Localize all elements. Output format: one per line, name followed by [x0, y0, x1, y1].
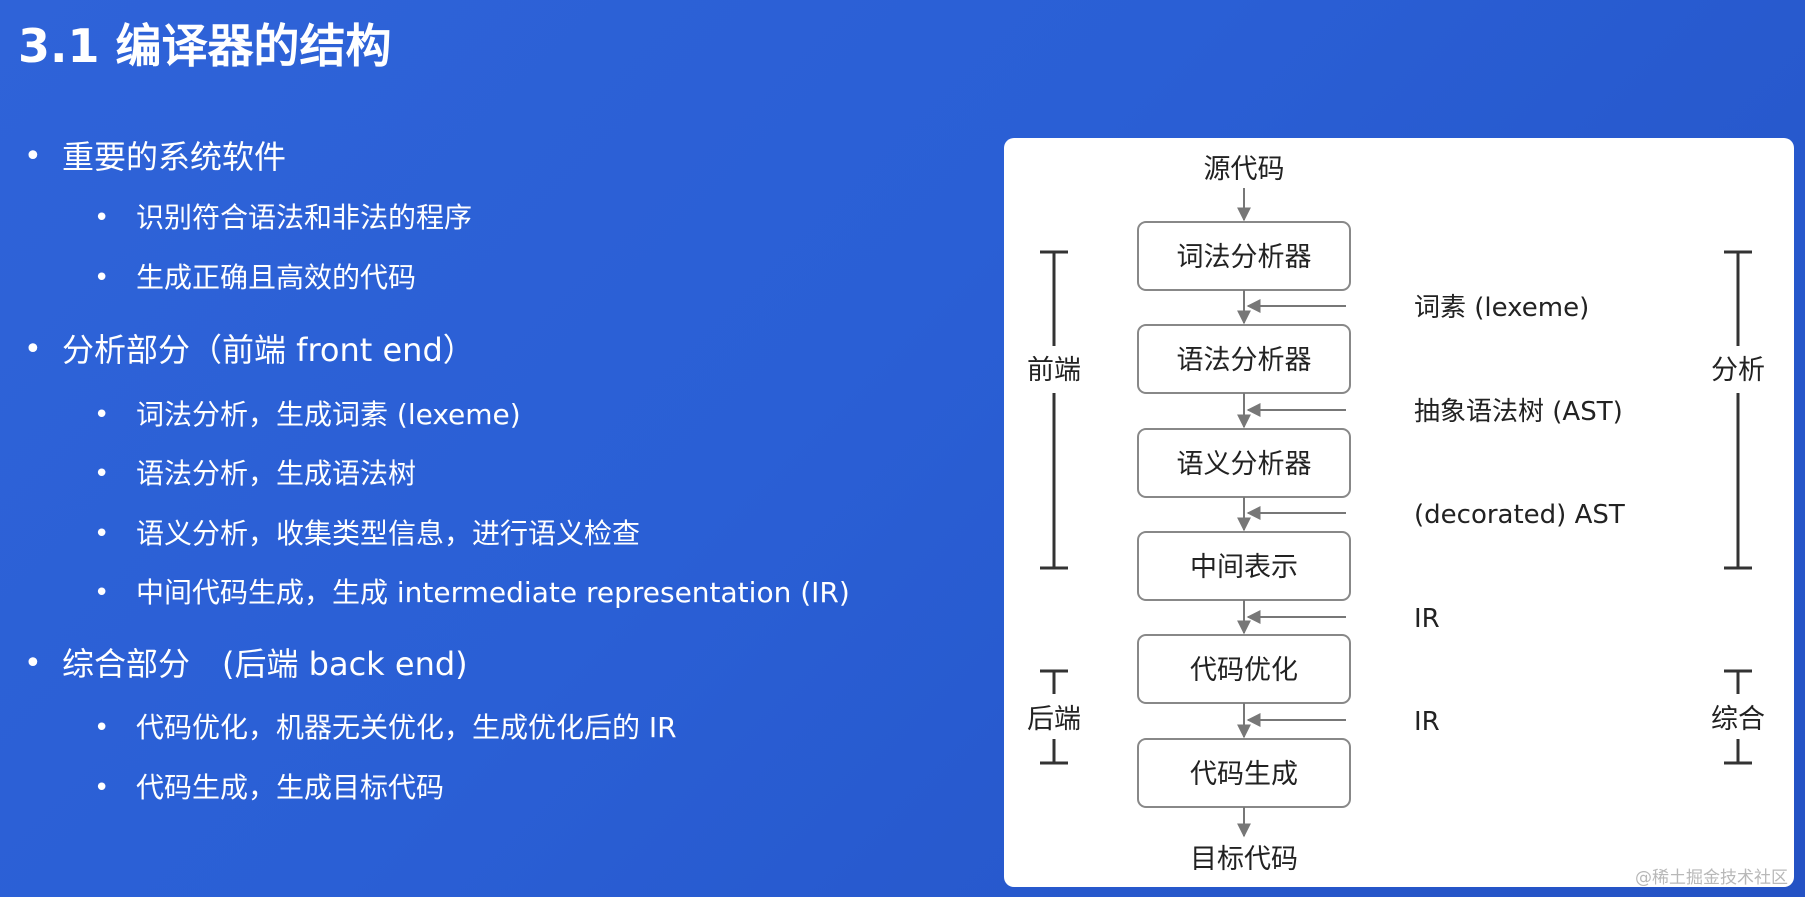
- bullet-dot: •: [24, 332, 42, 367]
- bullet-dot: •: [94, 773, 110, 803]
- bullet-dot: •: [94, 263, 110, 293]
- stage-label: 代码优化: [1190, 655, 1298, 686]
- back-end-label: 后端: [1027, 704, 1081, 735]
- output-label: (decorated) AST: [1414, 500, 1625, 530]
- front-end-label: 前端: [1027, 355, 1081, 386]
- back-end-bracket: [1040, 669, 1068, 765]
- source-code-label: 源代码: [1204, 154, 1285, 185]
- bullet-item: • 生成正确且高效的代码: [94, 258, 417, 298]
- bullet-text: 代码优化，机器无关优化，生成优化后的 IR: [136, 711, 677, 744]
- bullet-text: 代码生成，生成目标代码: [136, 771, 445, 804]
- bullet-text: 综合部分 (后端 back end): [62, 645, 468, 683]
- synthesis-bracket: [1724, 669, 1752, 765]
- bullet-dot: •: [24, 139, 42, 174]
- target-code-label: 目标代码: [1190, 844, 1298, 875]
- bullet-item: • 识别符合语法和非法的程序: [94, 198, 473, 238]
- stage-label: 语法分析器: [1177, 345, 1312, 376]
- bullet-text: 语义分析，收集类型信息，进行语义检查: [136, 517, 641, 550]
- bullet-dot: •: [94, 400, 110, 430]
- bullet-text: 分析部分（前端 front end）: [62, 331, 475, 369]
- bullet-text: 语法分析，生成语法树: [136, 457, 417, 490]
- output-label: IR: [1414, 707, 1440, 737]
- bullet-text: 生成正确且高效的代码: [136, 261, 417, 294]
- output-label: IR: [1414, 604, 1440, 634]
- output-label: 词素 (lexeme): [1414, 293, 1589, 323]
- stage-label: 中间表示: [1190, 552, 1298, 583]
- analysis-label: 分析: [1711, 355, 1765, 386]
- stage-label: 代码生成: [1190, 759, 1298, 790]
- stage-label: 词法分析器: [1177, 242, 1312, 273]
- diagram-svg: 源代码 词法分析器 语法分析器 语义分析器 中间表示 代码优化 代码生成 词素 …: [1027, 154, 1765, 875]
- bullet-item: • 语法分析，生成语法树: [94, 454, 417, 494]
- bullet-text: 中间代码生成，生成 intermediate representation (I…: [136, 576, 850, 609]
- bullet-item: • 代码优化，机器无关优化，生成优化后的 IR: [94, 708, 677, 748]
- bullet-item: • 词法分析，生成词素 (lexeme): [94, 395, 521, 435]
- front-end-bracket: [1040, 250, 1068, 570]
- bullet-dot: •: [94, 459, 110, 489]
- slide-title: 3.1 编译器的结构: [18, 19, 392, 73]
- bullet-item: • 中间代码生成，生成 intermediate representation (…: [94, 573, 850, 613]
- bullet-item: • 语义分析，收集类型信息，进行语义检查: [94, 514, 641, 554]
- watermark: @稀土掘金技术社区: [1635, 868, 1788, 888]
- bullet-item: • 重要的系统软件: [24, 137, 287, 177]
- bullet-text: 识别符合语法和非法的程序: [136, 201, 473, 234]
- bullet-item: • 分析部分（前端 front end）: [24, 330, 475, 370]
- bullet-dot: •: [24, 646, 42, 681]
- bullet-dot: •: [94, 713, 110, 743]
- analysis-bracket: [1724, 250, 1752, 570]
- bullet-dot: •: [94, 578, 110, 608]
- compiler-structure-diagram: 源代码 词法分析器 语法分析器 语义分析器 中间表示 代码优化 代码生成 词素 …: [1004, 138, 1794, 887]
- bullet-dot: •: [94, 519, 110, 549]
- bullet-text: 重要的系统软件: [62, 138, 287, 176]
- stage-label: 语义分析器: [1177, 449, 1312, 480]
- bullet-item: • 代码生成，生成目标代码: [94, 768, 445, 808]
- bullet-text: 词法分析，生成词素 (lexeme): [136, 398, 521, 431]
- bullet-dot: •: [94, 203, 110, 233]
- output-label: 抽象语法树 (AST): [1414, 397, 1623, 427]
- synthesis-label: 综合: [1711, 704, 1765, 735]
- bullet-item: • 综合部分 (后端 back end): [24, 644, 468, 684]
